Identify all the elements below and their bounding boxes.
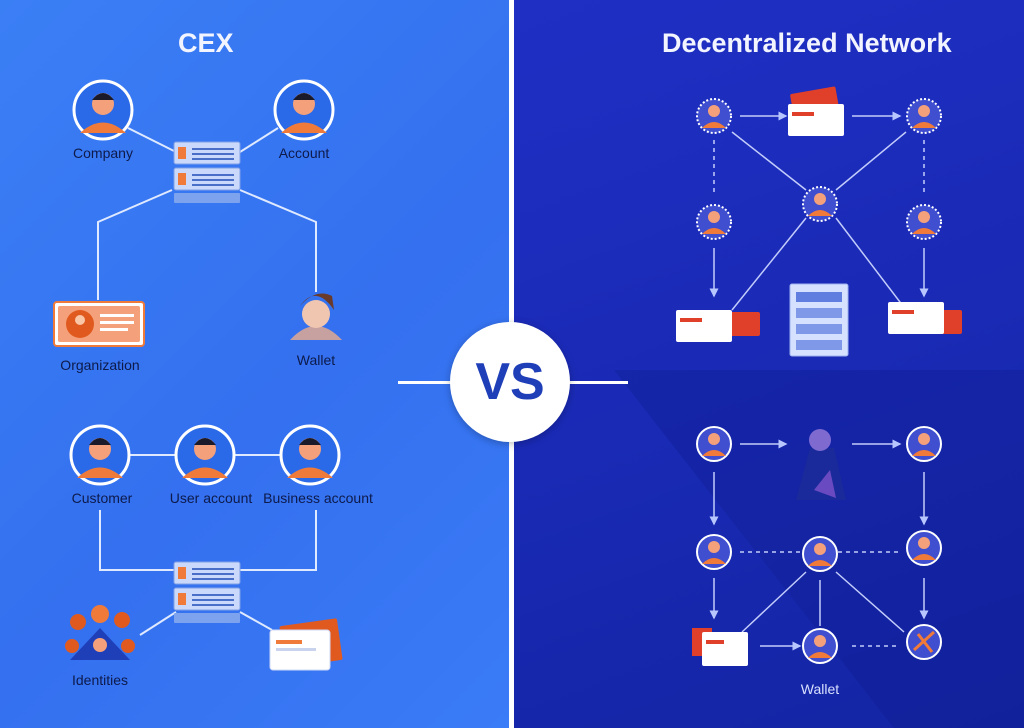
wallet-card-icon-right	[888, 302, 962, 334]
label-customer: Customer	[71, 490, 133, 506]
user-silhouette-icon	[796, 429, 846, 500]
node-9	[802, 536, 838, 572]
wallet-card-icon-top	[788, 86, 844, 136]
network-nodes	[696, 98, 942, 664]
node-1	[696, 98, 732, 134]
person-avatar-account	[273, 79, 335, 141]
node-11	[802, 628, 838, 664]
cex-title: CEX	[178, 28, 234, 58]
identities-group-icon	[65, 605, 135, 660]
vs-line-right	[566, 381, 628, 384]
label-company: Company	[73, 145, 133, 161]
server-icon-bottom	[173, 561, 241, 623]
network-connectors	[709, 111, 929, 651]
wallet-card-icon-bottom	[692, 628, 748, 666]
cex-connectors	[97, 127, 317, 636]
node-4	[696, 204, 732, 240]
ledger-server-icon	[789, 283, 849, 357]
decentralized-title: Decentralized Network	[662, 28, 952, 58]
vs-badge: VS	[450, 322, 570, 442]
person-avatar-customer	[69, 424, 131, 486]
id-card-icon-left	[269, 618, 343, 671]
node-6	[696, 426, 732, 462]
node-2	[906, 98, 942, 134]
label-wallet-network: Wallet	[800, 681, 840, 697]
node-7	[906, 426, 942, 462]
label-wallet: Wallet	[296, 352, 336, 368]
cex-panel: CEX Company Account Organization Wallet …	[0, 0, 509, 728]
person-avatar-user-account	[174, 424, 236, 486]
vs-line-left	[398, 381, 454, 384]
wallet-person-icon	[290, 293, 342, 340]
label-identities: Identities	[71, 672, 129, 688]
person-avatar-business-account	[279, 424, 341, 486]
label-user-account: User account	[169, 490, 253, 506]
label-business-account: Business account	[263, 490, 373, 506]
cex-diagram	[53, 79, 343, 671]
node-5	[906, 204, 942, 240]
server-icon-top	[173, 141, 241, 203]
decentralized-diagram	[614, 86, 1024, 728]
node-3	[802, 186, 838, 222]
node-10	[906, 530, 942, 566]
node-12	[906, 624, 942, 660]
wallet-card-icon-left	[676, 310, 760, 342]
label-account: Account	[278, 145, 330, 161]
decentralized-panel: Decentralized Network Wallet	[514, 0, 1024, 728]
person-avatar-company	[72, 79, 134, 141]
organization-card-icon	[53, 301, 145, 347]
label-organization: Organization	[60, 357, 140, 373]
node-8	[696, 534, 732, 570]
